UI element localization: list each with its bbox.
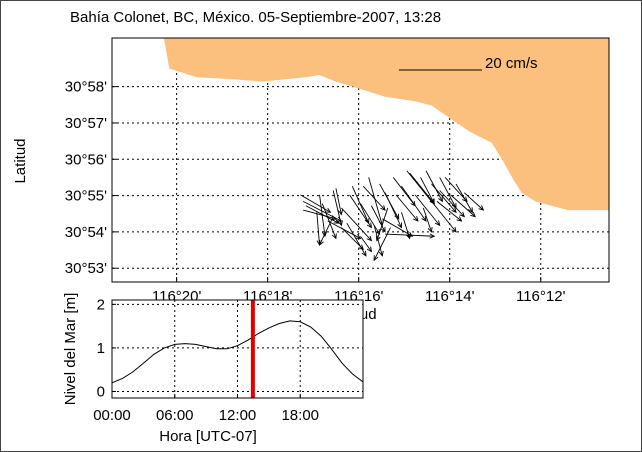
- map-panel: 20 cm/s 116°20'116°18'116°16'116°14'116°…: [12, 9, 610, 323]
- tide-plot-area: [112, 300, 363, 398]
- tide-ylabel: Nivel del Mar [m]: [62, 293, 79, 406]
- current-vector: [303, 209, 337, 221]
- tide-xlabel: Hora [UTC-07]: [159, 428, 257, 445]
- current-vector: [422, 207, 433, 233]
- current-vector: [373, 225, 384, 257]
- current-vector: [375, 207, 389, 242]
- map-ylabel: Latitud: [12, 138, 29, 183]
- current-vector: [406, 170, 457, 233]
- current-vector: [425, 170, 443, 203]
- current-vector: [371, 205, 386, 233]
- current-vector: [450, 194, 476, 218]
- tide-x-ticks: 00:00 06:00 12:00 18:00: [93, 394, 319, 424]
- current-vector: [395, 194, 419, 222]
- current-vector: [431, 183, 457, 214]
- tide-x-tick-label: 06:00: [156, 407, 194, 424]
- current-vector: [300, 194, 332, 213]
- current-vector: [360, 235, 373, 253]
- current-vector: [463, 192, 485, 211]
- tide-y-tick-label: 1: [97, 340, 105, 357]
- current-vector: [384, 192, 402, 229]
- tide-y-tick-label: 2: [97, 296, 105, 313]
- current-vector: [373, 227, 391, 262]
- current-vector: [346, 222, 367, 257]
- map-frame: [111, 37, 610, 283]
- current-vector: [439, 190, 465, 218]
- current-vector: [351, 185, 370, 225]
- map-y-tick-label: 30°57': [65, 115, 107, 132]
- current-vector: [332, 190, 343, 227]
- map-y-tick-label: 30°55': [65, 188, 107, 205]
- map-x-tick-label: 116°14': [425, 288, 475, 305]
- current-vectors: [300, 170, 485, 262]
- current-vector: [455, 183, 473, 214]
- scale-label: 20 cm/s: [485, 55, 538, 72]
- current-vector: [385, 233, 436, 239]
- map-y-tick-label: 30°54': [65, 224, 107, 241]
- tide-y-ticks: 0 1 2: [97, 296, 116, 400]
- current-vector: [321, 203, 337, 240]
- tide-x-tick-label: 00:00: [93, 407, 131, 424]
- current-vector: [414, 194, 441, 227]
- current-vector: [319, 194, 327, 238]
- tide-x-tick-label: 18:00: [281, 407, 319, 424]
- map-x-tick-label: 116°12': [516, 288, 566, 305]
- current-vector: [341, 207, 373, 242]
- land-mass: [112, 38, 609, 211]
- map-y-tick-label: 30°58': [65, 79, 107, 96]
- map-y-tick-label: 30°53': [65, 260, 107, 277]
- tide-series-line: [111, 320, 364, 384]
- current-vector: [401, 185, 427, 222]
- current-vector: [436, 201, 463, 222]
- tide-panel: 00:00 06:00 12:00 18:00 0 1 2 Hora [UTC-07] N…: [62, 293, 364, 445]
- map-y-ticks: 30°58' 30°57' 30°56' 30°55' 30°54' 30°53': [65, 79, 117, 277]
- current-vector: [360, 203, 381, 235]
- chart-title: Bahía Colonet, BC, México. 05-Septiembre…: [70, 9, 441, 26]
- current-vector: [335, 188, 344, 216]
- tide-y-tick-label: 0: [97, 383, 105, 400]
- map-y-tick-label: 30°56': [65, 151, 107, 168]
- tide-x-tick-label: 12:00: [219, 407, 257, 424]
- current-vector: [319, 216, 334, 246]
